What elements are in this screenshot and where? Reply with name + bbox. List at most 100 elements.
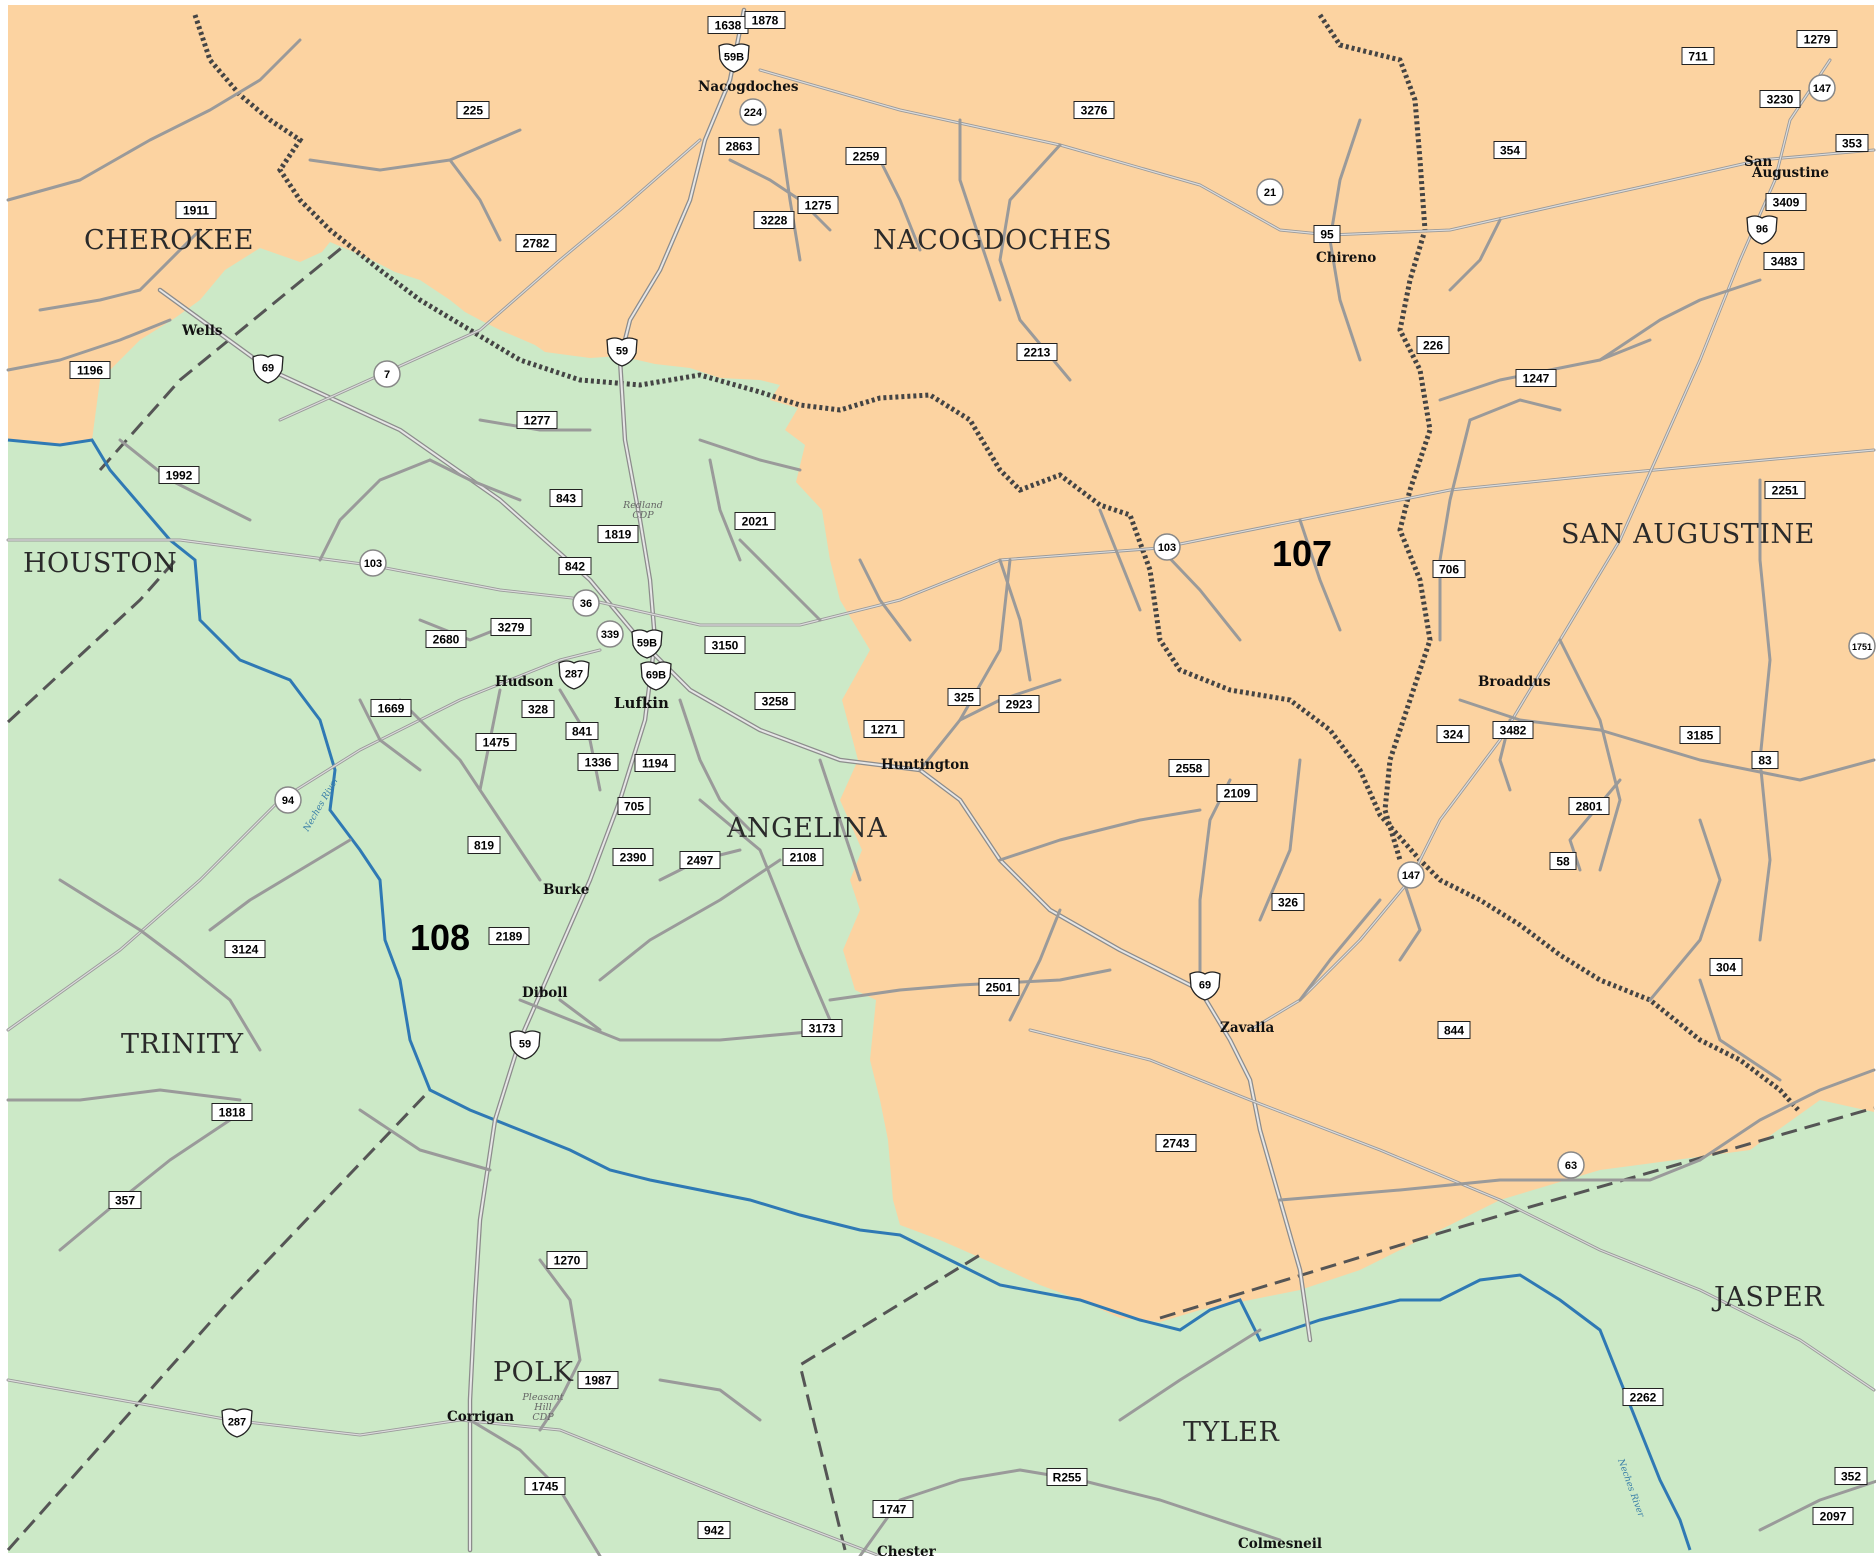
road-network [6, 7, 1876, 1556]
us-marker-69B: 69B [640, 661, 672, 691]
fm-marker-box [1493, 141, 1527, 159]
fm-marker-705: 705 [617, 797, 651, 815]
fm-marker-box [1796, 30, 1838, 48]
sh-marker-circle [1153, 533, 1181, 561]
fm-marker-1279: 1279 [1796, 30, 1838, 48]
fm-marker-label: 819 [474, 839, 494, 853]
fm-marker-label: 2021 [742, 515, 769, 529]
fm-marker-label: 844 [1444, 1024, 1464, 1038]
fm-marker-1247: 1247 [1515, 369, 1557, 387]
us-marker-59: 59 [509, 1030, 541, 1060]
district-107-area [8, 5, 1874, 1322]
fm-marker-box [782, 848, 824, 866]
fm-marker-label: 83 [1758, 754, 1772, 768]
fm-marker-label: 324 [1443, 728, 1463, 742]
fm-marker-label: 2262 [1630, 1391, 1657, 1405]
sh-marker-147: 147 [1808, 74, 1836, 102]
fm-marker-box [744, 11, 786, 29]
fm-marker-3185: 3185 [1679, 726, 1721, 744]
fm-marker-box [1155, 1134, 1197, 1152]
fm-marker-3150: 3150 [704, 636, 746, 654]
city-lufkin: Lufkin [614, 694, 669, 712]
fm-marker-3279: 3279 [490, 618, 532, 636]
us-marker-label: 59 [519, 1039, 531, 1051]
fm-marker-1194: 1194 [634, 754, 676, 772]
fm-marker-3276: 3276 [1073, 101, 1115, 119]
fm-marker-label: 304 [1716, 961, 1736, 975]
fm-marker-label: 3230 [1767, 93, 1794, 107]
fm-marker-842: 842 [558, 557, 592, 575]
city-huntington: Huntington [881, 757, 969, 773]
county-polk: POLK [493, 1357, 574, 1388]
city-san-augustine-line1: San [1744, 154, 1772, 170]
fm-marker-box [679, 851, 721, 869]
county-cherokee: CHEROKEE [84, 225, 254, 256]
fm-marker-label: 58 [1556, 855, 1570, 869]
fm-marker-label: 2863 [726, 140, 753, 154]
sh-marker-21: 21 [1256, 178, 1284, 206]
cdp-redland-line2: CDP [632, 510, 654, 521]
fm-marker-2497: 2497 [679, 851, 721, 869]
fm-marker-3228: 3228 [753, 211, 795, 229]
fm-marker-box [158, 466, 200, 484]
fm-marker-label: 942 [704, 1524, 724, 1538]
fm-marker-label: 354 [1500, 144, 1520, 158]
sh-marker-339: 339 [596, 620, 624, 648]
fm-marker-box [634, 754, 676, 772]
fm-marker-box [1168, 759, 1210, 777]
fm-marker-2743: 2743 [1155, 1134, 1197, 1152]
fm-marker-box [577, 1371, 619, 1389]
city-chireno: Chireno [1316, 250, 1376, 266]
city-burke: Burke [543, 882, 589, 898]
fm-marker-354: 354 [1493, 141, 1527, 159]
fm-marker-label: 3258 [762, 695, 789, 709]
us-shield-icon [221, 1408, 253, 1438]
city-zavalla: Zavalla [1220, 1020, 1274, 1036]
fm-marker-label: 2501 [986, 981, 1013, 995]
fm-marker-box [1016, 343, 1058, 361]
fm-marker-label: 3150 [712, 639, 739, 653]
fm-marker-box [1416, 336, 1450, 354]
fm-marker-label: 2108 [790, 851, 817, 865]
fm-marker-label: 1819 [605, 528, 632, 542]
city-diboll: Diboll [522, 985, 568, 1001]
sh-marker-147: 147 [1397, 861, 1425, 889]
county-houston: HOUSTON [23, 548, 177, 579]
fm-marker-box [1763, 252, 1805, 270]
fm-marker-225: 225 [456, 101, 490, 119]
sh-marker-label: 7 [384, 369, 390, 381]
fm-marker-1196: 1196 [69, 361, 111, 379]
fm-marker-label: 711 [1688, 50, 1708, 64]
fm-marker-1911: 1911 [175, 201, 217, 219]
fm-marker-843: 843 [549, 489, 583, 507]
fm-marker-box [1759, 90, 1801, 108]
fm-marker-box [612, 848, 654, 866]
us-marker-287: 287 [221, 1408, 253, 1438]
sh-marker-circle [359, 549, 387, 577]
fm-marker-2213: 2213 [1016, 343, 1058, 361]
fm-marker-box [488, 927, 530, 945]
fm-marker-label: 841 [572, 725, 592, 739]
fm-marker-3230: 3230 [1759, 90, 1801, 108]
fm-marker-label: 2109 [1224, 787, 1251, 801]
fm-marker-label: 3173 [809, 1022, 836, 1036]
fm-marker-box [1622, 1388, 1664, 1406]
fm-marker-box [863, 720, 905, 738]
fm-marker-2501: 2501 [978, 978, 1020, 996]
fm-marker-label: 2213 [1024, 346, 1051, 360]
fm-marker-label: 325 [954, 691, 974, 705]
us-shield-icon [640, 661, 672, 691]
fm-marker-label: 3482 [1500, 724, 1527, 738]
city-chester: Chester [877, 1544, 937, 1556]
fm-marker-box [1515, 369, 1557, 387]
sh-marker-label: 1751 [1852, 642, 1872, 652]
sh-marker-label: 63 [1565, 1160, 1577, 1172]
county-labels: CHEROKEE NACOGDOCHES SAN AUGUSTINE HOUST… [23, 225, 1824, 1448]
sh-marker-label: 94 [282, 795, 295, 807]
fm-marker-3483: 3483 [1763, 252, 1805, 270]
fm-marker-label: 2390 [620, 851, 647, 865]
fm-marker-box [754, 692, 796, 710]
